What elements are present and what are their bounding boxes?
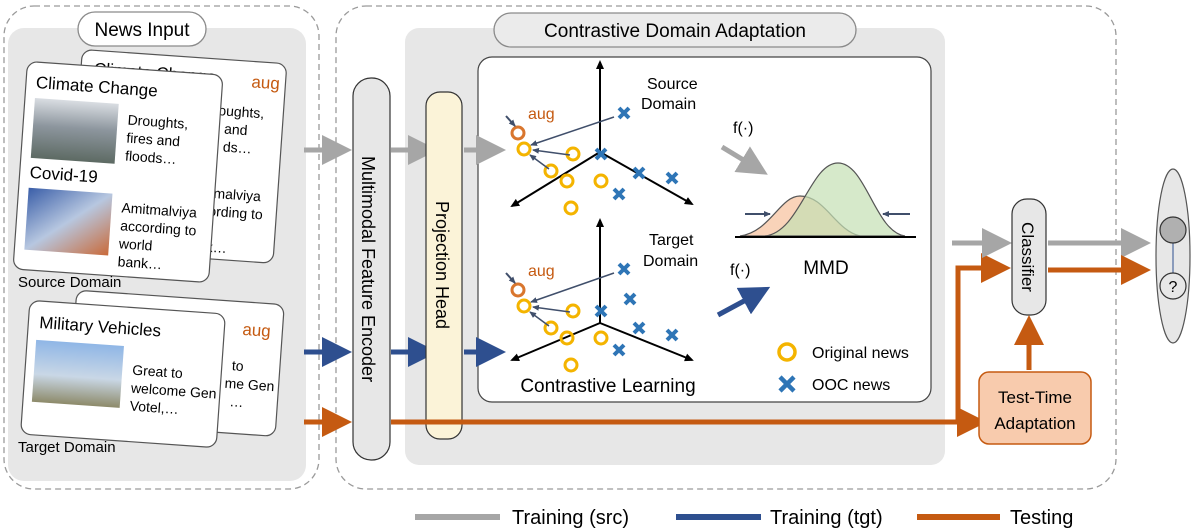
lab-photo xyxy=(24,187,113,256)
ooc-news-legend-label: OOC news xyxy=(812,377,890,394)
src-f-arrow xyxy=(720,144,768,175)
path-legend: Training (src) Training (tgt) Testing xyxy=(415,507,1073,529)
ooc-point xyxy=(612,187,626,201)
covid-card-text-1: Amitmalviya xyxy=(121,199,198,220)
multimodal-feature-encoder: Multimodal Feature Encoder xyxy=(352,77,391,461)
military-aug-tag: aug xyxy=(242,320,272,341)
vehicle-photo xyxy=(31,339,124,408)
ooc-point xyxy=(632,166,646,180)
mmd-label: MMD xyxy=(803,258,848,279)
ooc-point xyxy=(594,147,608,161)
encoder-label: Multimodal Feature Encoder xyxy=(358,156,378,382)
aug-label-target: aug xyxy=(528,263,555,280)
classifier: Classifier xyxy=(1011,198,1047,316)
original-news-legend-icon xyxy=(777,342,797,362)
climate-card-text-3: floods… xyxy=(125,147,177,167)
source-domain-label: Source Domain xyxy=(18,274,121,291)
original-point xyxy=(563,200,579,216)
training-src-legend-label: Training (src) xyxy=(512,507,629,529)
unknown-output-neuron xyxy=(1159,272,1187,300)
covid-aug-card-text-2: ording to xyxy=(208,203,264,223)
target-distribution xyxy=(764,162,906,237)
tgt-f-arrow xyxy=(716,286,771,318)
original-point xyxy=(543,163,559,179)
covid-card-text-4: bank… xyxy=(117,253,162,272)
ooc-point xyxy=(632,321,646,335)
climate-covid-card: Climate Change Droughts, fires and flood… xyxy=(13,61,223,283)
covid-card-title: Covid-19 xyxy=(29,163,98,187)
tta-label-1: Test-Time xyxy=(998,388,1072,407)
tta-label-2: Adaptation xyxy=(994,414,1075,433)
original-point xyxy=(593,173,609,189)
original-news-legend-label: Original news xyxy=(812,345,909,362)
mmd-distributions xyxy=(735,162,916,238)
ooc-point xyxy=(617,106,631,120)
contrastive-learning-label: Contrastive Learning xyxy=(520,376,695,397)
ooc-point xyxy=(594,304,608,318)
covid-aug-card-text-1: tmalviya xyxy=(209,185,262,205)
testing-legend-label: Testing xyxy=(1010,507,1073,529)
original-point xyxy=(563,357,579,373)
climate-card-text-1: Droughts, xyxy=(127,112,189,132)
covid-card-text-3: world xyxy=(117,235,153,253)
climate-aug-card-text-2: and xyxy=(224,121,248,139)
ooc-point xyxy=(617,262,631,276)
original-point xyxy=(516,298,532,314)
original-point xyxy=(559,173,575,189)
military-card-text-1: Great to xyxy=(132,362,184,382)
projection-head-label: Projection Head xyxy=(432,201,452,329)
output-node: ? xyxy=(1155,168,1191,344)
covid-card-text-2: according to xyxy=(120,217,197,238)
aug-point xyxy=(510,282,526,298)
source-domain-plot-label-1: Source xyxy=(647,76,698,93)
flood-photo xyxy=(30,98,119,164)
source-embedding-axes xyxy=(510,60,694,208)
climate-aug-card-text-3: ds… xyxy=(222,139,252,157)
military-aug-card-text-1: to xyxy=(231,357,244,374)
contrastive-learning-panel xyxy=(477,56,932,403)
output-neuron xyxy=(1159,216,1187,244)
classifier-label: Classifier xyxy=(1018,222,1037,292)
testing-path xyxy=(391,253,1011,437)
military-card-text-2: welcome Gen xyxy=(130,380,217,402)
cda-title: Contrastive Domain Adaptation xyxy=(544,21,806,42)
f-label-source: f(·) xyxy=(733,120,753,137)
source-domain-plot-label-2: Domain xyxy=(641,96,696,113)
marker-legend: Original news OOC news xyxy=(777,342,909,394)
ooc-news-legend-icon xyxy=(778,375,796,393)
aug-point xyxy=(510,125,526,141)
target-domain-label: Target Domain xyxy=(18,439,116,456)
military-aug-card-text-3: … xyxy=(229,393,244,410)
ooc-point xyxy=(612,343,626,357)
target-embedding-points xyxy=(505,262,679,373)
news-input-title: News Input xyxy=(94,20,190,41)
ooc-point xyxy=(665,328,679,342)
projection-head: Projection Head xyxy=(425,91,463,440)
original-point xyxy=(559,330,575,346)
climate-aug-card-text-1: oughts, xyxy=(218,102,265,121)
target-domain-plot-label-1: Target xyxy=(649,232,694,249)
military-card-text-3: Votel,… xyxy=(129,398,179,417)
original-point xyxy=(543,320,559,336)
military-aug-card-text-2: me Gen xyxy=(224,375,275,394)
aug-tag: aug xyxy=(251,72,281,93)
training-tgt-legend-label: Training (tgt) xyxy=(770,507,883,529)
test-time-adaptation: Test-Time Adaptation xyxy=(978,371,1092,445)
f-label-target: f(·) xyxy=(730,262,750,279)
aug-label-source: aug xyxy=(528,106,555,123)
original-point xyxy=(516,141,532,157)
ooc-point xyxy=(665,171,679,185)
source-embedding-points xyxy=(505,106,679,216)
climate-card-text-2: fires and xyxy=(126,130,181,150)
target-domain-plot-label-2: Domain xyxy=(643,253,698,270)
target-embedding-axes xyxy=(510,218,694,362)
military-card: Military Vehicles Great to welcome Gen V… xyxy=(20,300,226,448)
question-mark-icon: ? xyxy=(1169,279,1178,296)
ooc-point xyxy=(623,292,637,306)
original-point xyxy=(593,330,609,346)
